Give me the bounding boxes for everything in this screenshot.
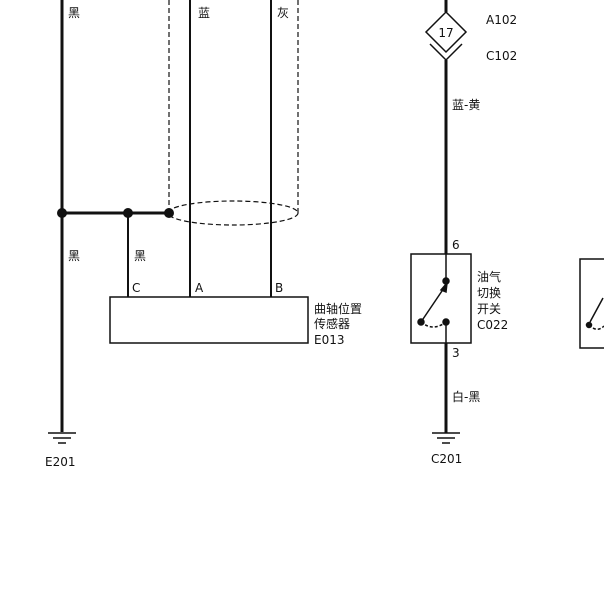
sensor-name-line2: 传感器 (314, 316, 350, 331)
connector-diamond-icon (424, 10, 468, 54)
switch-name-line3: 开关 (477, 302, 501, 316)
switch-contact-icon (417, 254, 450, 343)
switch-pin-top: 6 (452, 238, 460, 252)
sensor-name-line1: 曲轴位置 (314, 301, 362, 316)
partial-switch-box (579, 258, 604, 349)
splice-node (57, 208, 67, 218)
ground-symbol-icon (48, 432, 76, 444)
ground-label-right: C201 (431, 452, 462, 466)
connector-code-bottom: C102 (486, 49, 517, 63)
splice-node (123, 208, 133, 218)
splice-node (164, 208, 174, 218)
wire-label-blue-yellow: 蓝-黄 (452, 98, 480, 112)
wire-label-blue: 蓝 (198, 6, 210, 20)
switch-name-line2: 切换 (477, 286, 501, 300)
wire-label-black: 黑 (68, 6, 80, 20)
oil-gas-switch-box (410, 253, 472, 344)
ground-label-left: E201 (45, 455, 76, 469)
wire-label-white-black: 白-黑 (452, 389, 480, 404)
wire-label-gray: 灰 (277, 6, 289, 20)
switch-name-line1: 油气 (477, 269, 501, 284)
cable-shield (167, 0, 299, 226)
switch-pin-bottom: 3 (452, 346, 460, 360)
ground-symbol-icon (432, 432, 460, 444)
pin-label-b: B (275, 281, 283, 295)
sensor-code: E013 (314, 333, 345, 347)
pin-label-a: A (195, 281, 204, 295)
connector-code-top: A102 (486, 13, 517, 27)
switch-code: C022 (477, 318, 508, 332)
connector-number: 17 (438, 26, 453, 40)
pin-label-c: C (132, 281, 140, 295)
wire-label-black: 黑 (134, 249, 146, 263)
crank-sensor-box (109, 296, 309, 344)
wire-label-black: 黑 (68, 249, 80, 263)
